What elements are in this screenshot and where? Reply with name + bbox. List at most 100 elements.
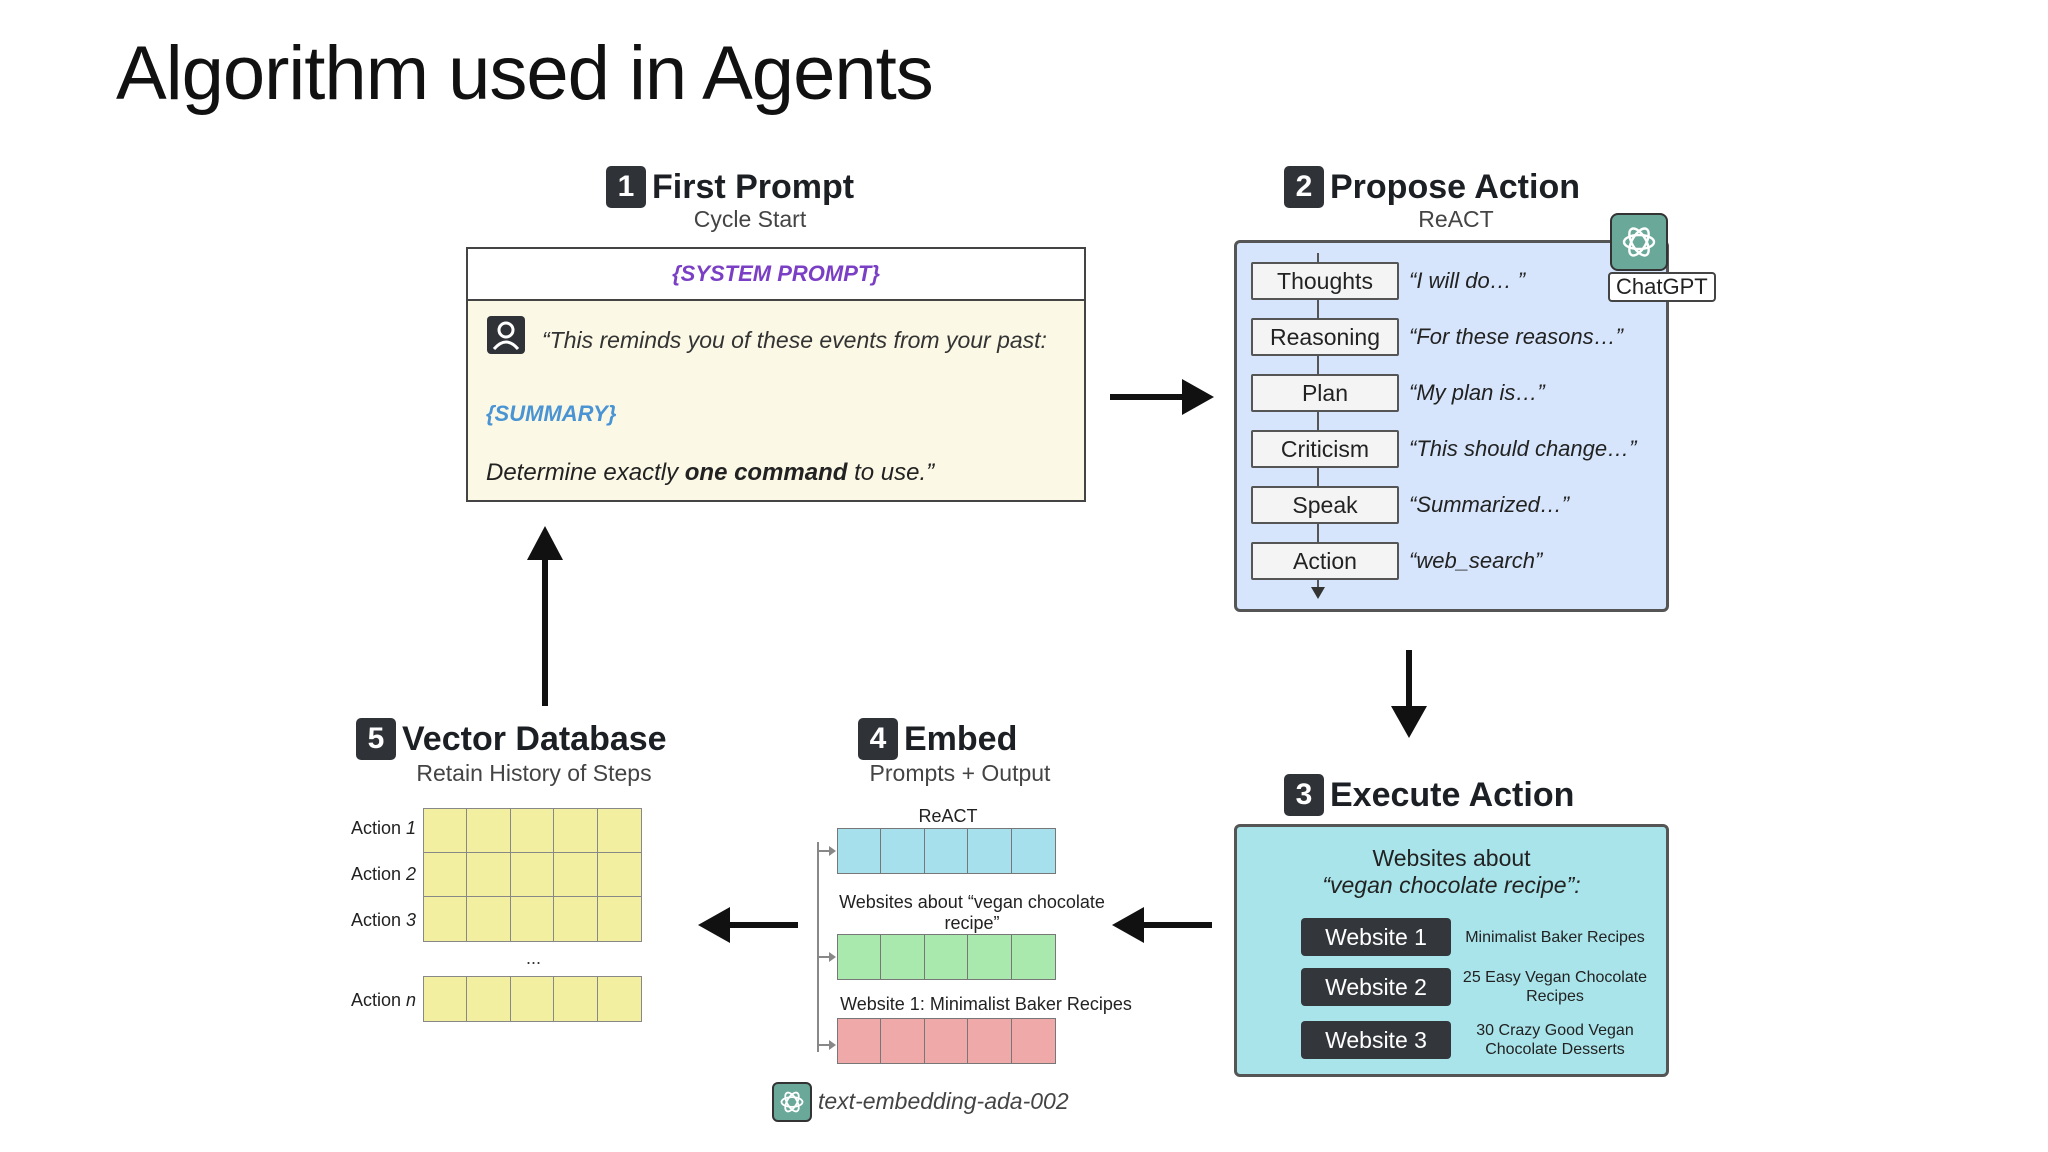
system-prompt-token: {SYSTEM PROMPT} xyxy=(468,249,1084,301)
openai-logo-icon xyxy=(772,1082,812,1122)
react-label: Action xyxy=(1251,542,1399,580)
db-cell xyxy=(596,896,642,942)
embed-cell xyxy=(967,828,1012,874)
db-cell xyxy=(466,852,511,898)
embed-title: Embed xyxy=(904,719,1018,758)
embed-tick xyxy=(818,952,836,962)
react-spine xyxy=(1317,253,1319,593)
db-cell xyxy=(466,976,511,1022)
db-cell xyxy=(422,852,468,898)
execute-action-box: Websites about “vegan chocolate recipe”:… xyxy=(1234,824,1669,1077)
prompt-line-1: “This reminds you of these events from y… xyxy=(542,327,1047,353)
arrow-right-icon xyxy=(1110,379,1214,415)
chevron-down-icon xyxy=(1311,587,1325,599)
arrow-down-icon xyxy=(1391,650,1427,738)
website-button[interactable]: Website 2 xyxy=(1301,968,1451,1006)
step-number-badge: 1 xyxy=(606,166,646,208)
step-number-badge: 2 xyxy=(1284,166,1324,208)
react-quote: “Summarized…” xyxy=(1409,492,1570,517)
first-prompt-box: {SYSTEM PROMPT} “This reminds you of the… xyxy=(466,247,1086,502)
react-quote: “For these reasons…” xyxy=(1409,324,1623,349)
user-icon xyxy=(487,316,525,354)
step-number-badge: 5 xyxy=(356,718,396,760)
vector-db-heading: 5 Vector Database xyxy=(356,718,667,760)
react-quote: “This should change…” xyxy=(1409,436,1637,461)
db-row-index: 1 xyxy=(405,818,416,838)
embed-model-logo xyxy=(772,1082,812,1122)
embed-cell xyxy=(967,1018,1012,1064)
arrow-up-icon xyxy=(527,526,563,706)
slide-title: Algorithm used in Agents xyxy=(116,31,934,116)
embed-cell xyxy=(1010,828,1056,874)
embed-cell xyxy=(1010,1018,1056,1064)
propose-action-title: Propose Action xyxy=(1330,167,1580,206)
website-desc: 25 Easy Vegan Chocolate Recipes xyxy=(1462,969,1648,1005)
db-row-label-text: Action xyxy=(350,910,401,930)
db-row-cells xyxy=(422,896,642,942)
prompt-line-3-post: to use.” xyxy=(847,459,935,486)
react-label: Plan xyxy=(1251,374,1399,412)
embed-cell xyxy=(836,934,882,980)
embed-model-name: text-embedding-ada-002 xyxy=(818,1088,1069,1114)
embed-heading: 4 Embed xyxy=(858,718,1017,760)
embed-cell xyxy=(923,1018,969,1064)
openai-logo-glyph xyxy=(780,1091,804,1113)
prompt-line-3-pre: Determine exactly xyxy=(486,459,685,486)
db-cell xyxy=(553,976,598,1022)
arrow-left-icon xyxy=(698,907,798,943)
react-label: Speak xyxy=(1251,486,1399,524)
embed-cell xyxy=(836,1018,882,1064)
website-row: Website 2 25 Easy Vegan Chocolate Recipes xyxy=(1301,968,1655,1006)
db-row-index: 2 xyxy=(405,864,416,884)
react-row: Action“web_search” xyxy=(1251,542,1542,580)
execute-heading-2: “vegan chocolate recipe”: xyxy=(1322,872,1581,898)
prompt-line-3-bold: one command xyxy=(684,459,848,486)
react-row: Reasoning “For these reasons…” xyxy=(1251,318,1623,356)
db-cell xyxy=(553,808,598,854)
first-prompt-subtitle: Cycle Start xyxy=(693,206,807,232)
db-row-index: n xyxy=(405,990,416,1010)
step-number-badge: 4 xyxy=(858,718,898,760)
db-row-cells xyxy=(422,808,642,854)
prompt-line-3: Determine exactly one command to use.” xyxy=(486,459,934,487)
summary-token: {SUMMARY} xyxy=(486,401,617,426)
vector-db-title: Vector Database xyxy=(402,719,667,758)
react-quote: “My plan is…” xyxy=(1409,380,1545,405)
execute-action-heading: 3 Execute Action xyxy=(1284,774,1574,816)
embed-cell xyxy=(880,828,925,874)
db-cell xyxy=(509,976,555,1022)
db-cell xyxy=(509,896,555,942)
website-button[interactable]: Website 1 xyxy=(1301,918,1451,956)
react-quote: “I will do… ” xyxy=(1409,268,1526,293)
openai-logo-glyph xyxy=(1622,227,1656,257)
execute-action-title: Execute Action xyxy=(1330,775,1575,814)
embed-tick xyxy=(818,1040,836,1050)
chatgpt-badge xyxy=(1610,213,1668,271)
embed-vector-react xyxy=(836,828,1056,874)
db-cell xyxy=(553,896,598,942)
openai-logo-icon xyxy=(1610,213,1668,271)
db-row-cells xyxy=(422,976,642,1022)
vector-db-subtitle: Retain History of Steps xyxy=(416,760,652,786)
embed-row-label: Website 1: Minimalist Baker Recipes xyxy=(840,994,1132,1014)
react-row: Speak “Summarized…” xyxy=(1251,486,1569,524)
db-cell xyxy=(422,896,468,942)
website-button[interactable]: Website 3 xyxy=(1301,1021,1451,1059)
chatgpt-label: ChatGPT xyxy=(1608,272,1716,302)
embed-vector-websites xyxy=(836,934,1056,980)
db-cell xyxy=(422,976,468,1022)
execute-heading-1: Websites about xyxy=(1372,845,1531,871)
db-row-index: 3 xyxy=(405,910,416,930)
db-row-label: Action 1 xyxy=(326,818,416,839)
embed-cell xyxy=(923,934,969,980)
db-row-label-text: Action xyxy=(350,864,401,884)
embed-cell xyxy=(967,934,1012,980)
embed-subtitle: Prompts + Output xyxy=(869,760,1051,786)
react-label: Reasoning xyxy=(1251,318,1399,356)
propose-action-box: Thoughts“I will do… ” Reasoning “For thes… xyxy=(1234,240,1669,612)
react-row: Thoughts“I will do… ” xyxy=(1251,262,1525,300)
embed-cell xyxy=(880,1018,925,1064)
